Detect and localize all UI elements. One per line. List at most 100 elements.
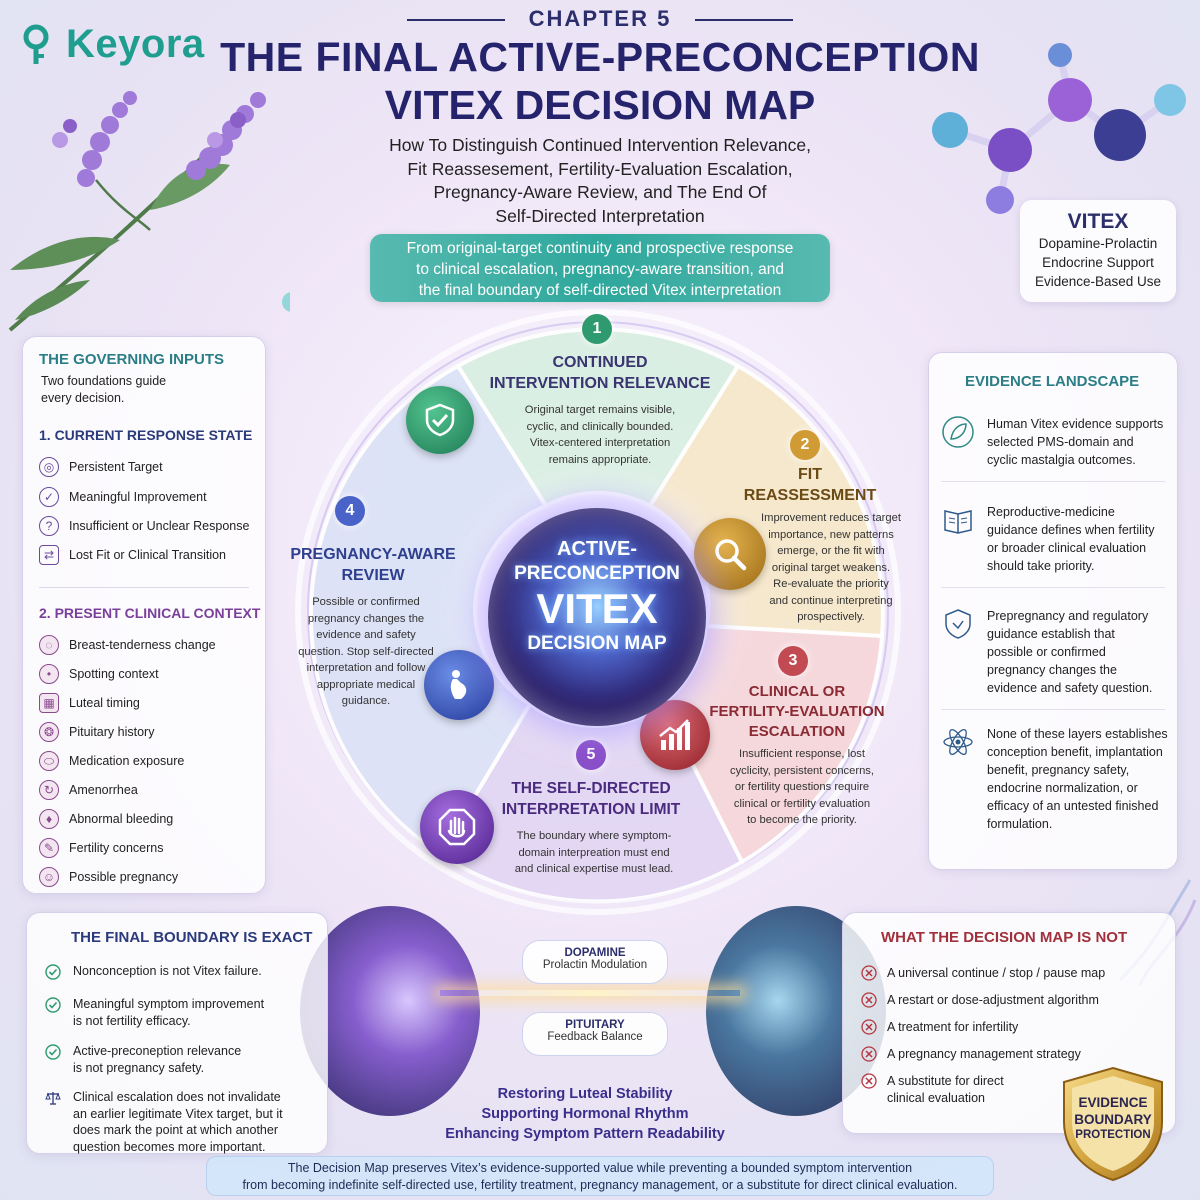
segment-2-number: 2: [790, 430, 820, 460]
segment-desc-line: prospectively.: [797, 611, 865, 623]
transition-icon: ⇄: [39, 545, 59, 565]
segment-desc-line: Possible or confirmed: [312, 596, 420, 608]
boundary-line: Nonconception is not Vitex failure.: [73, 964, 262, 978]
check-icon: [45, 997, 61, 1013]
boundary-line: question becomes more important.: [73, 1139, 266, 1154]
boundary-line: is not pregnancy safety.: [73, 1060, 205, 1075]
evidence-item: Prepregnancy and regulatory guidance est…: [941, 607, 1169, 697]
drop-icon: •: [39, 664, 59, 684]
vitex-box-title: VITEX: [1067, 210, 1129, 233]
target-icon: ◎: [39, 457, 59, 477]
benefits-list: Restoring Luteal Stability Supporting Ho…: [420, 1084, 750, 1144]
evidence-line: should take priority.: [987, 559, 1095, 573]
x-circle-icon: [861, 1073, 877, 1089]
dopamine-sub: Prolactin Modulation: [542, 959, 648, 971]
boundary-line: is not fertility efficacy.: [73, 1013, 191, 1028]
boundary-line: Clinical escalation does not invalidate: [73, 1090, 281, 1104]
pregnancy-icon: ☺: [39, 867, 59, 887]
vitex-box-line: Dopamine-Prolactin: [1038, 236, 1158, 251]
boundary-line: does mark the point at which another: [73, 1123, 278, 1137]
not-item: A pregnancy management strategy: [861, 1046, 1081, 1063]
benefit-line: Supporting Hormonal Rhythm: [481, 1106, 689, 1122]
list-item-label: Insufficient or Unclear Response: [69, 519, 250, 533]
footer-note: The Decision Map preserves Vitex’s evide…: [206, 1156, 994, 1196]
pituitary-label: PITUITARY Feedback Balance: [522, 1012, 668, 1056]
pituitary-title: PITUITARY: [565, 1019, 625, 1031]
divider: [941, 587, 1165, 588]
final-boundary-title: THE FINAL BOUNDARY IS EXACT: [71, 929, 313, 946]
evidence-line: formulation.: [987, 817, 1053, 831]
not-item-text: A treatment for infertility: [887, 1020, 1019, 1034]
segment-desc-line: Insufficient response, lost: [738, 748, 866, 760]
evidence-text: Reproductive-medicine guidance defines w…: [987, 503, 1154, 575]
pill-icon: ⬭: [39, 751, 59, 771]
leaf-icon: [942, 416, 974, 448]
question-icon: ?: [39, 516, 59, 536]
evidence-line: conception benefit, implantation: [987, 745, 1163, 759]
cycle-icon: ↻: [39, 780, 59, 800]
calendar-icon: ▦: [39, 693, 59, 713]
benefit-line: Restoring Luteal Stability: [497, 1086, 673, 1102]
atom-icon: [943, 728, 973, 756]
list-item-label: Lost Fit or Clinical Transition: [69, 548, 227, 562]
list-item: ✎Fertility concerns: [39, 838, 163, 858]
shield-check-icon: [406, 386, 474, 454]
list-item-label: Abnormal bleeding: [69, 812, 174, 826]
page-subtitle: How To Distinguish Continued Interventio…: [330, 134, 870, 228]
center-line: VITEX: [536, 585, 658, 632]
segment-desc-line: emerge, or the fit with: [777, 545, 885, 557]
chapter-label: CHAPTER 5: [0, 6, 1200, 32]
segment-desc-line: to become the priority.: [747, 814, 857, 826]
list-item: ♦Abnormal bleeding: [39, 809, 173, 829]
center-title: ACTIVE- PRECONCEPTION VITEX DECISION MAP: [488, 530, 706, 656]
evidence-text: Prepregnancy and regulatory guidance est…: [987, 607, 1152, 697]
evidence-item: Reproductive-medicine guidance defines w…: [941, 503, 1169, 575]
x-circle-icon: [861, 1046, 877, 1062]
subtitle-line: Self-Directed Interpretation: [495, 205, 705, 226]
dopamine-label: DOPAMINE Prolactin Modulation: [522, 940, 668, 984]
not-item: A universal continue / stop / pause map: [861, 965, 1105, 982]
evidence-line: efficacy of an untested finished: [987, 799, 1159, 813]
brand-name: Keyora: [66, 21, 205, 66]
brain-icon: ❂: [39, 722, 59, 742]
vitex-info-box: VITEX Dopamine-Prolactin Endocrine Suppo…: [1020, 200, 1176, 302]
segment-desc-line: remains appropriate.: [548, 453, 652, 466]
not-item-text: A restart or dose-adjustment algorithm: [887, 993, 1099, 1007]
final-boundary-panel: THE FINAL BOUNDARY IS EXACT Nonconceptio…: [26, 912, 328, 1154]
evidence-text: None of these layers establishes concept…: [987, 725, 1168, 833]
segment-title-line: CLINICAL OR: [748, 683, 846, 700]
chart-up-icon: [640, 700, 710, 770]
list-item: ✓Meaningful Improvement: [39, 487, 207, 507]
footer-line: from becoming indefinite self-directed u…: [242, 1178, 958, 1192]
center-line: ACTIVE-: [557, 538, 637, 560]
evidence-boundary-shield-badge: [1063, 1066, 1163, 1182]
segment-desc-line: clinical or fertility evaluation: [733, 797, 871, 810]
center-line: DECISION MAP: [527, 633, 667, 654]
segment-5-desc: The boundary where symptom- domain inter…: [496, 828, 692, 878]
segment-4-desc: Possible or confirmed pregnancy changes …: [296, 594, 436, 710]
evidence-line: guidance establish that: [987, 627, 1115, 641]
not-item-line: clinical evaluation: [887, 1091, 985, 1105]
segment-desc-line: domain interpreation must end: [518, 846, 670, 859]
stop-hand-icon: [420, 790, 494, 864]
footer-line: The Decision Map preserves Vitex’s evide…: [287, 1161, 913, 1175]
evidence-line: selected PMS-domain and: [987, 435, 1134, 449]
list-item-label: Possible pregnancy: [69, 870, 179, 884]
check-circle-icon: ✓: [39, 487, 59, 507]
segment-desc-line: interpretation and follow: [306, 662, 426, 674]
segment-desc-line: Improvement reduces target: [761, 512, 901, 524]
check-icon: [45, 964, 61, 980]
list-item: ❂Pituitary history: [39, 722, 154, 742]
page-title-line2: VITEX DECISION MAP: [384, 82, 816, 128]
list-item: ↻Amenorrhea: [39, 780, 138, 800]
intro-line: Two foundations guide: [41, 374, 167, 388]
evidence-line: guidance defines when fertility: [987, 523, 1155, 537]
evidence-line: or broader clinical evaluation: [987, 541, 1147, 555]
segment-desc-line: cyclic, and clinically bounded.: [526, 420, 674, 433]
divider: [39, 587, 249, 588]
vitex-box-line: Evidence-Based Use: [1034, 274, 1162, 289]
segment-2-title: FIT REASSESSMENT: [740, 464, 880, 506]
